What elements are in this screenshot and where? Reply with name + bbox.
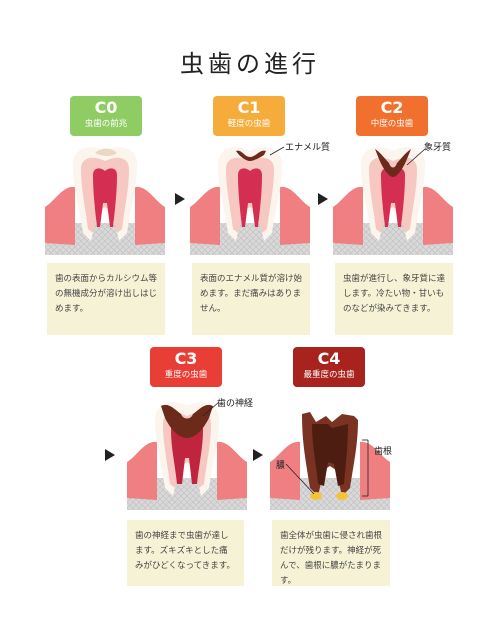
stage-code: C2: [380, 98, 404, 117]
callout-pus: 膿: [276, 461, 286, 471]
stage-code: C1: [237, 98, 261, 117]
demineralized-spot: [95, 148, 117, 156]
callout-dentin: 象牙質: [424, 143, 452, 153]
tooth-c1-illustration: [190, 146, 310, 255]
callout-line: [406, 148, 426, 166]
callout-line: [269, 146, 285, 156]
decay-spot: [236, 150, 266, 161]
stage-code: C3: [174, 349, 198, 368]
tooth-pulp-inflamed: [171, 423, 203, 484]
tooth-pulp: [381, 168, 405, 227]
stage-name: 重度の虫歯: [164, 370, 208, 380]
decay-cavity: [161, 404, 213, 438]
callout-nerve: 歯の神経: [217, 399, 254, 409]
stage-name: 最重度の虫歯: [303, 370, 355, 380]
badge-c3: C3 重度の虫歯: [150, 347, 222, 387]
dead-pulp: [312, 424, 348, 486]
gum: [190, 186, 310, 245]
tooth-c2-illustration: [333, 147, 453, 255]
tooth-c4-illustration: [270, 412, 390, 510]
tooth-c3-illustration: [127, 401, 247, 510]
pus-pocket: [336, 492, 348, 500]
stage-name: 中度の虫歯: [370, 119, 414, 129]
badge-c4: C4 最重度の虫歯: [293, 347, 365, 387]
tooth-pulp: [93, 168, 117, 227]
description-c1: 表面のエナメル質が溶け始めます。まだ痛みはありません。: [192, 263, 310, 335]
callout-line: [202, 401, 220, 417]
stage-code: C4: [317, 349, 341, 368]
tooth-pulp: [238, 168, 262, 227]
gum: [127, 441, 247, 500]
badge-c2: C2 中度の虫歯: [356, 96, 428, 136]
callout-root: 歯根: [374, 447, 393, 457]
gum: [333, 186, 453, 245]
description-c0: 歯の表面からカルシウム等の無機成分が溶け出しはじめます。: [47, 263, 165, 335]
description-c3: 歯の神経まで虫歯が達します。ズキズキとした痛みがひどくなってきます。: [127, 520, 244, 586]
gum: [270, 441, 390, 500]
badge-c1: C1 軽度の虫歯: [213, 96, 285, 136]
arrow-right-icon: [253, 449, 263, 461]
callout-enamel: エナメル質: [285, 143, 331, 153]
callout-line: [285, 463, 315, 495]
stage-code: C0: [94, 98, 118, 117]
pus-pocket: [310, 492, 322, 500]
page-title: 虫歯の進行: [180, 50, 320, 78]
stage-name: 虫歯の前兆: [84, 119, 128, 129]
arrow-right-icon: [105, 449, 115, 461]
badge-c0: C0 虫歯の前兆: [70, 96, 142, 136]
stage-name: 軽度の虫歯: [227, 119, 271, 129]
decay-cavity: [375, 149, 411, 177]
arrow-right-icon: [318, 193, 328, 205]
description-c4: 歯全体が虫歯に侵され歯根だけが残ります。神経が死んで、歯根に膿がたまります。: [272, 520, 390, 586]
description-c2: 虫歯が進行し、象牙質に達します。冷たい物・甘いものなどが染みてきます。: [335, 263, 453, 335]
arrow-right-icon: [175, 193, 185, 205]
tooth-c0-illustration: [45, 147, 165, 255]
gum: [45, 186, 165, 245]
